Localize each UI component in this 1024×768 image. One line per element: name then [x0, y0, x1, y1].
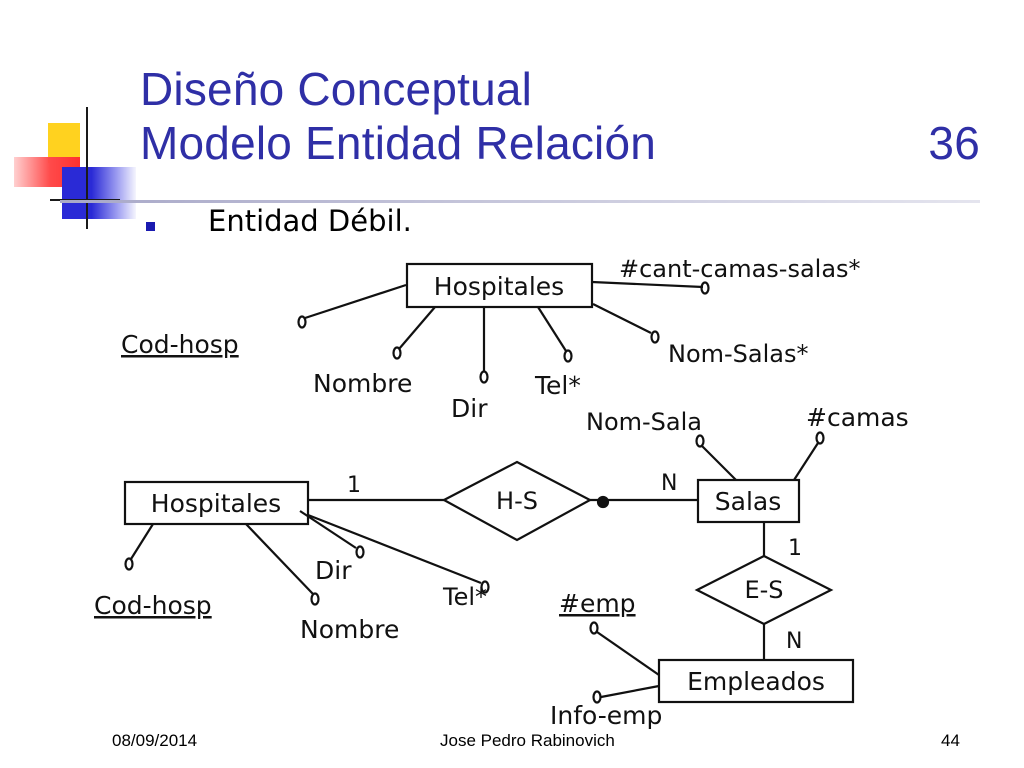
relationship-hs: H-S [496, 487, 538, 515]
relationship-es-diamond [694, 554, 834, 626]
attr-nombre-top: Nombre [313, 369, 412, 398]
connector-info-emp [600, 684, 660, 699]
vertical-rule [86, 107, 88, 229]
weak-entity-dot [596, 495, 610, 509]
attr-camas: #camas [806, 403, 909, 432]
attr-marker-info-emp [592, 690, 602, 704]
yellow-square [48, 123, 80, 163]
connector-tel-bottom [307, 513, 482, 585]
title-line-2-row: Modelo Entidad Relación 36 [140, 116, 980, 170]
footer-author: Jose Pedro Rabinovich [440, 731, 615, 750]
title-underline [60, 200, 980, 203]
attr-marker-tel-bottom [480, 580, 490, 594]
entity-salas: Salas [715, 487, 781, 516]
attr-dir-top: Dir [451, 394, 488, 423]
footer-date: 08/09/2014 [112, 731, 198, 750]
blue-square [62, 167, 136, 219]
bullet-text: Entidad Débil. [208, 204, 412, 238]
cardinality-hs-right: N [661, 471, 677, 496]
connector-dir-bottom [299, 510, 357, 549]
footer-page-number: 44 [941, 731, 960, 750]
bullet-marker [146, 222, 155, 231]
attr-marker-nombre-top [392, 346, 402, 360]
attr-marker-cod-hosp-bottom [124, 557, 134, 571]
attr-marker-nom-salas [650, 330, 660, 344]
attr-marker-cant-camas [700, 281, 710, 295]
cardinality-es-top: 1 [788, 536, 802, 561]
connector-nombre-bottom [245, 523, 314, 595]
attr-cod-hosp-top: Cod-hosp [121, 330, 239, 359]
connector-nom-sala [701, 445, 737, 481]
attr-marker-dir-bottom [355, 545, 365, 559]
attr-marker-cod-hosp-top [297, 315, 307, 329]
cardinality-hs-left: 1 [347, 473, 361, 498]
attr-emp: #emp [559, 589, 636, 618]
attr-cant-camas-salas: #cant-camas-salas* [619, 255, 861, 283]
attr-marker-emp [589, 621, 599, 635]
slide-title: Diseño Conceptual Modelo Entidad Relació… [140, 62, 980, 170]
connector-nom-salas [592, 303, 652, 334]
entity-empleados-box [657, 658, 855, 704]
attr-nom-sala: Nom-Sala [586, 408, 702, 436]
connector-camas [793, 442, 819, 481]
connector-nombre-top [398, 306, 436, 350]
attr-info-emp: Info-emp [550, 701, 662, 730]
attr-nom-salas: Nom-Salas* [668, 340, 809, 368]
title-number: 36 [928, 117, 980, 169]
connector-cod-hosp-top [304, 283, 407, 320]
entity-empleados: Empleados [687, 667, 825, 696]
attr-nombre-bottom: Nombre [300, 615, 399, 644]
connector-cod-hosp-bottom [130, 523, 154, 560]
title-line-1: Diseño Conceptual [140, 63, 533, 115]
attr-marker-nombre-bottom [310, 592, 320, 606]
attr-dir-bottom: Dir [315, 556, 352, 585]
bottom-entity-hospitales-box [123, 480, 310, 526]
top-entity-hospitales-box [405, 262, 594, 309]
title-line-2: Modelo Entidad Relación [140, 117, 657, 169]
connector-tel-top [537, 306, 567, 352]
bottom-entity-hospitales: Hospitales [151, 489, 281, 518]
attr-marker-nom-sala [695, 434, 705, 448]
connector-cant-camas [591, 280, 704, 289]
entity-salas-box [696, 478, 801, 524]
relationship-es: E-S [744, 576, 783, 604]
attr-marker-dir-top [479, 370, 489, 384]
top-entity-hospitales: Hospitales [434, 272, 564, 301]
attr-tel-top: Tel* [534, 371, 581, 400]
attr-cod-hosp-bottom: Cod-hosp [94, 591, 212, 620]
connector-emp [596, 631, 660, 676]
cardinality-es-bottom: N [786, 629, 802, 654]
attr-marker-camas [815, 431, 825, 445]
attr-marker-tel-top [563, 349, 573, 363]
decorative-squares [0, 95, 140, 235]
attr-tel-bottom: Tel* [442, 583, 487, 611]
